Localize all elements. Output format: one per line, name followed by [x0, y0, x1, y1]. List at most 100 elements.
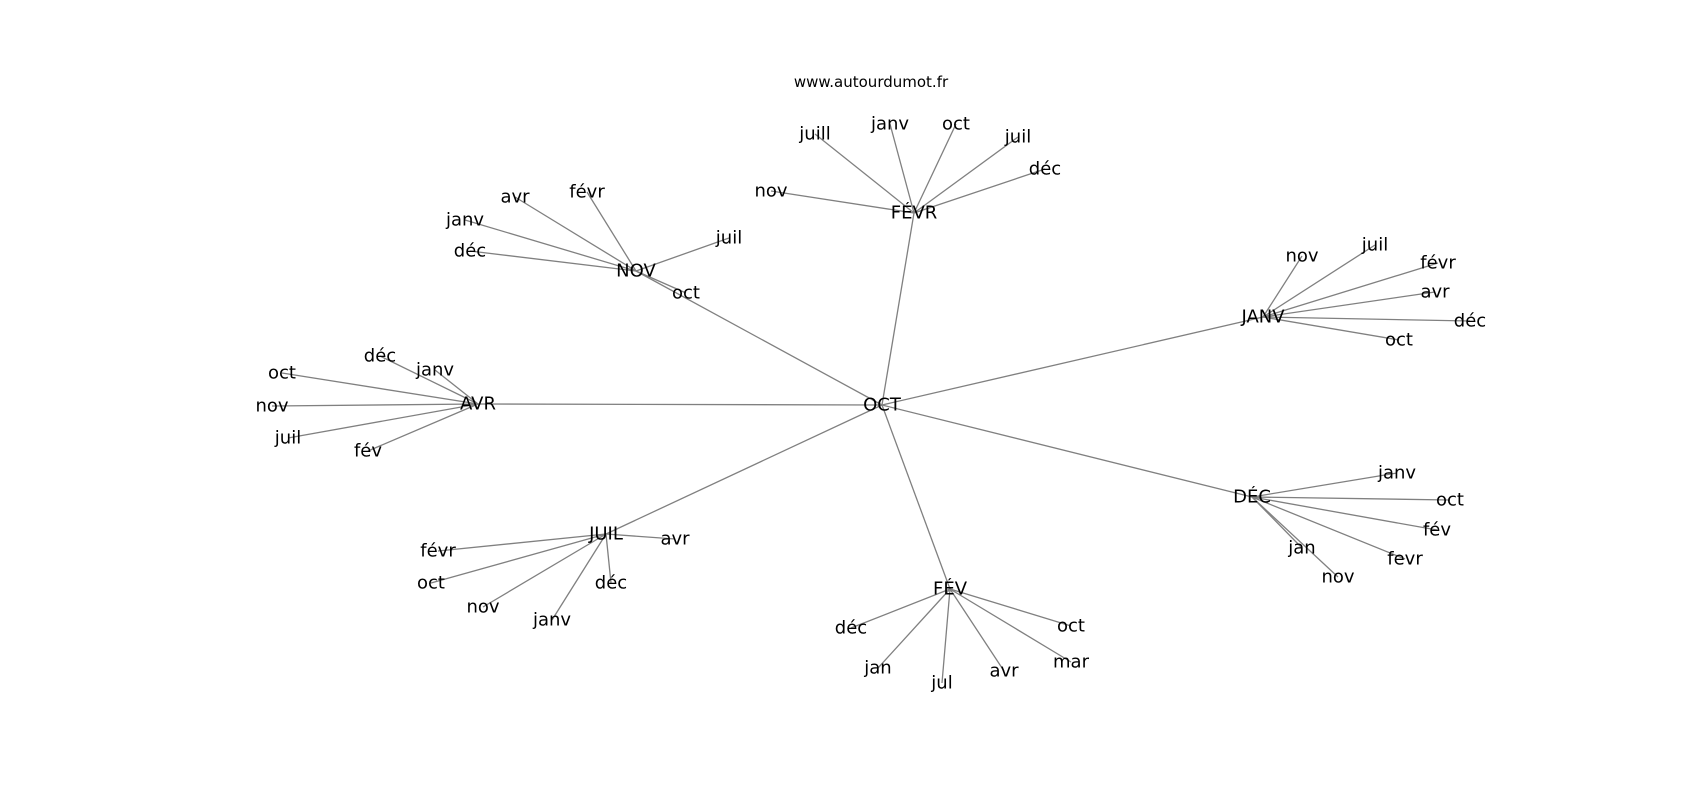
edge-center-juil	[605, 404, 883, 535]
edge-juil-janv-5	[551, 533, 607, 621]
node-leaf-fev-dec[interactable]: déc	[835, 618, 867, 639]
node-leaf-dec-janv[interactable]: janv	[1377, 463, 1416, 484]
edge-juil-fevr-1	[437, 533, 607, 552]
edge-fevr-oct-2	[913, 123, 957, 214]
node-hub-fev[interactable]: FÉV	[933, 578, 968, 600]
edge-fevr-nov-5	[770, 190, 915, 214]
edge-center-dec	[881, 404, 1253, 498]
edge-avr-nov-3	[271, 403, 479, 407]
node-leaf-avr-fev[interactable]: fév	[354, 441, 382, 462]
node-leaf-fevr-oct[interactable]: oct	[942, 114, 970, 135]
node-hub-juil[interactable]: JUIL	[588, 524, 623, 545]
node-leaf-fev-jan[interactable]: jan	[863, 658, 891, 679]
edge-center-fevr	[881, 212, 915, 406]
node-leaf-fev-avr[interactable]: avr	[989, 661, 1019, 682]
edge-nov-juil-4	[635, 237, 730, 272]
edge-nov-avr-0	[514, 196, 637, 272]
node-leaf-fevr-janv[interactable]: janv	[870, 114, 909, 135]
node-hub-janv[interactable]: JANV	[1240, 307, 1285, 328]
node-leaf-fev-oct[interactable]: oct	[1057, 616, 1085, 637]
node-leaf-janv-juil[interactable]: juil	[1361, 235, 1388, 256]
edge-dec-fev-2	[1251, 496, 1438, 531]
node-leaf-nov-juil[interactable]: juil	[715, 228, 742, 249]
edge-center-avr	[477, 403, 883, 406]
node-leaf-dec-jan[interactable]: jan	[1287, 538, 1315, 559]
node-leaf-juil-janv[interactable]: janv	[532, 610, 571, 631]
node-leaf-juil-dec[interactable]: déc	[595, 573, 627, 594]
edge-nov-fevr-1	[586, 191, 637, 272]
node-leaf-dec-oct[interactable]: oct	[1436, 490, 1464, 511]
edge-avr-dec-0	[379, 355, 479, 405]
edge-juil-avr-0	[605, 533, 676, 540]
node-leaf-nov-avr[interactable]: avr	[500, 187, 530, 208]
node-center-oct[interactable]: OCT	[863, 395, 902, 416]
node-leaf-fevr-juil[interactable]: juil	[1004, 127, 1031, 148]
node-leaf-nov-dec[interactable]: déc	[454, 241, 486, 262]
edge-fev-jan-3	[877, 588, 951, 669]
node-leaf-avr-janv[interactable]: janv	[415, 360, 454, 381]
edge-center-nov	[635, 270, 883, 406]
node-leaf-janv-nov[interactable]: nov	[1285, 246, 1318, 267]
edge-juil-nov-4	[482, 533, 607, 608]
node-leaf-fev-jul[interactable]: jul	[930, 673, 952, 694]
node-hub-avr[interactable]: AVR	[460, 394, 496, 415]
node-leaf-janv-dec[interactable]: déc	[1454, 311, 1486, 332]
edge-fevr-juill-0	[814, 133, 915, 214]
edge-fevr-juil-3	[913, 136, 1019, 214]
edge-fevr-dec-4	[913, 168, 1046, 214]
node-leaf-dec-fev[interactable]: fév	[1423, 520, 1451, 541]
node-leaf-dec-fevr[interactable]: fevr	[1387, 549, 1423, 570]
edge-nov-janv-2	[464, 219, 637, 272]
edge-janv-nov-0	[1262, 255, 1303, 318]
node-leaf-juil-oct[interactable]: oct	[417, 573, 445, 594]
edge-janv-oct-5	[1262, 316, 1400, 341]
node-hub-fevr[interactable]: FÉVR	[891, 202, 938, 224]
edge-avr-fev-5	[367, 403, 479, 452]
edge-juil-dec-3	[605, 533, 612, 584]
edge-fevr-janv-1	[889, 123, 915, 214]
graph-edges	[271, 123, 1471, 684]
node-leaf-fevr-nov[interactable]: nov	[754, 181, 787, 202]
node-leaf-fev-mar[interactable]: mar	[1053, 652, 1090, 673]
node-leaf-fevr-juill[interactable]: juill	[798, 124, 830, 145]
edge-fev-mar-2	[949, 588, 1072, 663]
node-hub-dec[interactable]: DÉC	[1233, 486, 1271, 508]
edge-avr-oct-2	[281, 372, 479, 405]
node-leaf-nov-janv[interactable]: janv	[445, 210, 484, 231]
node-leaf-nov-fevr[interactable]: févr	[569, 182, 605, 203]
watermark-text: www.autourdumot.fr	[793, 73, 949, 91]
node-leaf-janv-fevr[interactable]: févr	[1420, 253, 1456, 274]
node-leaf-avr-dec[interactable]: déc	[364, 346, 396, 367]
node-leaf-juil-nov[interactable]: nov	[466, 597, 499, 618]
edge-janv-dec-4	[1262, 316, 1471, 322]
node-leaf-avr-juil[interactable]: juil	[274, 428, 301, 449]
node-leaf-nov-oct[interactable]: oct	[672, 283, 700, 304]
edge-dec-nov-5	[1251, 496, 1339, 578]
edge-janv-juil-1	[1262, 244, 1376, 318]
edge-nov-oct-5	[635, 270, 687, 294]
edge-dec-oct-1	[1251, 496, 1451, 501]
node-leaf-dec-nov[interactable]: nov	[1321, 567, 1354, 588]
edge-juil-oct-2	[430, 533, 607, 584]
node-leaf-juil-fevr[interactable]: févr	[420, 541, 456, 562]
node-leaf-avr-oct[interactable]: oct	[268, 363, 296, 384]
node-leaf-juil-avr[interactable]: avr	[660, 529, 690, 550]
edge-center-fev	[881, 404, 951, 590]
node-leaf-avr-nov[interactable]: nov	[255, 396, 288, 417]
edge-janv-avr-3	[1262, 291, 1436, 318]
edge-fev-avr-4	[949, 588, 1005, 672]
edge-fev-jul-5	[941, 588, 951, 684]
node-leaf-janv-oct[interactable]: oct	[1385, 330, 1413, 351]
node-leaf-fevr-dec[interactable]: déc	[1029, 159, 1061, 180]
node-hub-nov[interactable]: NOV	[616, 261, 656, 282]
edge-avr-juil-4	[287, 403, 479, 439]
edge-nov-dec-3	[469, 250, 637, 272]
edge-fev-oct-1	[949, 588, 1072, 627]
node-leaf-janv-avr[interactable]: avr	[1420, 282, 1450, 303]
edge-center-janv	[881, 316, 1264, 406]
edge-fev-dec-0	[850, 588, 951, 629]
edge-dec-fevr-3	[1251, 496, 1406, 560]
edge-avr-janv-1	[434, 369, 479, 405]
